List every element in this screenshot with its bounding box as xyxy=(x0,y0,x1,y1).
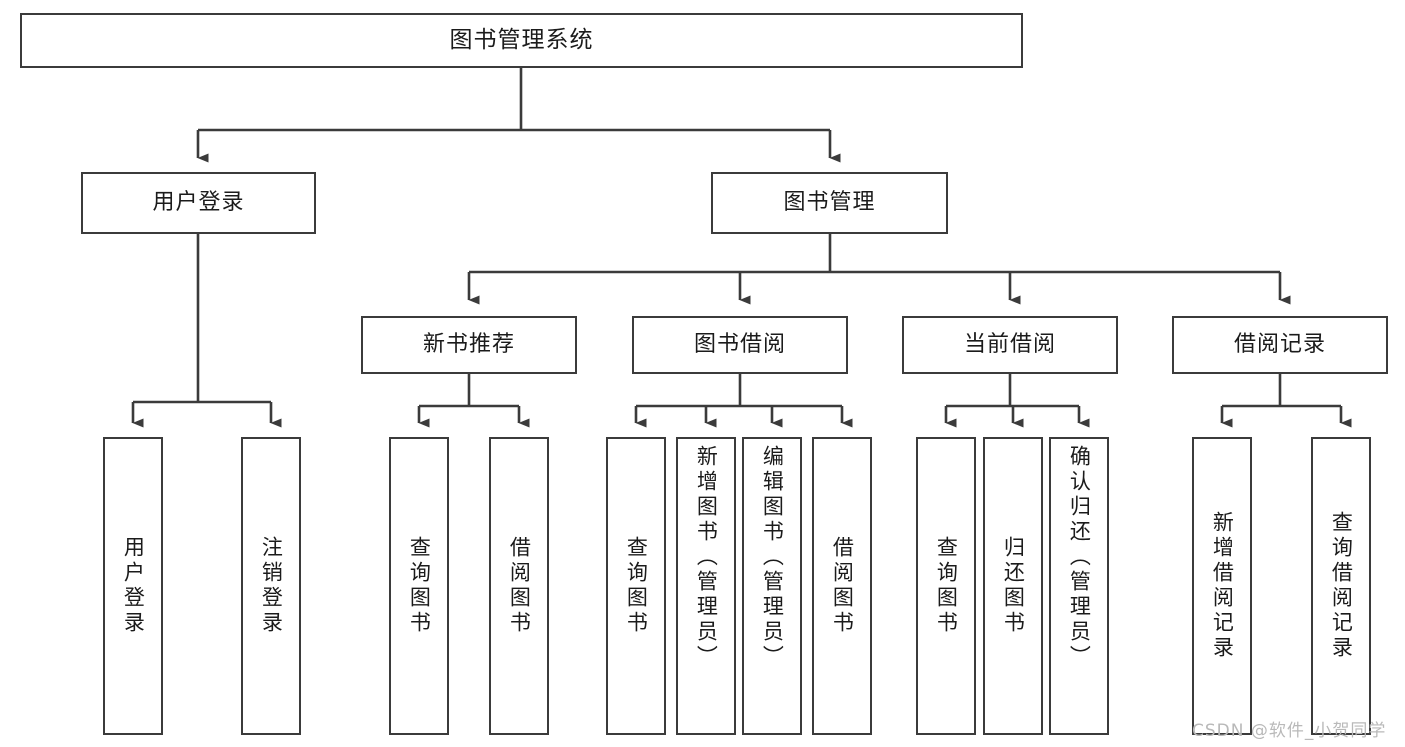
node-records-query-record[interactable]: 查询借阅记录 xyxy=(1311,437,1371,735)
node-login-logout-label: 注销登录 xyxy=(259,536,284,636)
node-borrow-query-book[interactable]: 查询图书 xyxy=(606,437,666,735)
node-book-management-label: 图书管理 xyxy=(783,189,876,215)
node-current-return-book-textwrap: 归还图书 xyxy=(1001,439,1026,733)
node-login-user-label: 用户登录 xyxy=(121,536,146,636)
node-borrow-edit-book[interactable]: 编辑图书（管理员） xyxy=(742,437,802,735)
node-new-book-recommend[interactable]: 新书推荐 xyxy=(361,316,577,374)
node-current-confirm-return-label: 确认归还（管理员） xyxy=(1067,445,1092,670)
node-borrow-records-label: 借阅记录 xyxy=(1233,331,1326,357)
node-newbook-query-book-textwrap: 查询图书 xyxy=(407,439,432,733)
node-current-return-book-label: 归还图书 xyxy=(1001,536,1026,636)
node-book-borrow-label: 图书借阅 xyxy=(693,331,786,357)
node-login-user[interactable]: 用户登录 xyxy=(103,437,163,735)
node-borrow-records[interactable]: 借阅记录 xyxy=(1172,316,1388,374)
node-newbook-borrow-book-textwrap: 借阅图书 xyxy=(507,439,532,733)
node-login-logout[interactable]: 注销登录 xyxy=(241,437,301,735)
node-borrow-add-book[interactable]: 新增图书（管理员） xyxy=(676,437,736,735)
node-user-login[interactable]: 用户登录 xyxy=(81,172,316,234)
node-current-query-book-label: 查询图书 xyxy=(934,536,959,636)
node-borrow-add-book-label: 新增图书（管理员） xyxy=(694,445,719,670)
node-current-return-book[interactable]: 归还图书 xyxy=(983,437,1043,735)
node-borrow-add-book-textwrap: 新增图书（管理员） xyxy=(694,439,719,739)
node-current-confirm-return-textwrap: 确认归还（管理员） xyxy=(1067,439,1092,739)
node-borrow-lend-book-textwrap: 借阅图书 xyxy=(830,439,855,733)
node-borrow-lend-book[interactable]: 借阅图书 xyxy=(812,437,872,735)
node-newbook-borrow-book[interactable]: 借阅图书 xyxy=(489,437,549,735)
node-root-label: 图书管理系统 xyxy=(449,26,594,53)
node-records-add-record-label: 新增借阅记录 xyxy=(1210,511,1235,661)
node-newbook-query-book[interactable]: 查询图书 xyxy=(389,437,449,735)
node-borrow-query-book-label: 查询图书 xyxy=(624,536,649,636)
node-current-query-book[interactable]: 查询图书 xyxy=(916,437,976,735)
node-new-book-recommend-label: 新书推荐 xyxy=(422,331,515,357)
node-user-login-label: 用户登录 xyxy=(152,189,245,215)
node-book-borrow[interactable]: 图书借阅 xyxy=(632,316,848,374)
node-records-add-record[interactable]: 新增借阅记录 xyxy=(1192,437,1252,735)
node-records-query-record-textwrap: 查询借阅记录 xyxy=(1329,439,1354,733)
node-newbook-borrow-book-label: 借阅图书 xyxy=(507,536,532,636)
node-book-management[interactable]: 图书管理 xyxy=(711,172,948,234)
node-records-query-record-label: 查询借阅记录 xyxy=(1329,511,1354,661)
node-login-user-textwrap: 用户登录 xyxy=(121,439,146,733)
node-borrow-edit-book-textwrap: 编辑图书（管理员） xyxy=(760,439,785,739)
node-current-borrow[interactable]: 当前借阅 xyxy=(902,316,1118,374)
node-newbook-query-book-label: 查询图书 xyxy=(407,536,432,636)
node-login-logout-textwrap: 注销登录 xyxy=(259,439,284,733)
node-borrow-edit-book-label: 编辑图书（管理员） xyxy=(760,445,785,670)
node-current-confirm-return[interactable]: 确认归还（管理员） xyxy=(1049,437,1109,735)
node-current-query-book-textwrap: 查询图书 xyxy=(934,439,959,733)
node-borrow-lend-book-label: 借阅图书 xyxy=(830,536,855,636)
node-borrow-query-book-textwrap: 查询图书 xyxy=(624,439,649,733)
node-current-borrow-label: 当前借阅 xyxy=(963,331,1056,357)
node-root[interactable]: 图书管理系统 xyxy=(20,13,1023,68)
node-records-add-record-textwrap: 新增借阅记录 xyxy=(1210,439,1235,733)
csdn-watermark: CSDN @软件_小贺同学 xyxy=(1192,721,1387,741)
